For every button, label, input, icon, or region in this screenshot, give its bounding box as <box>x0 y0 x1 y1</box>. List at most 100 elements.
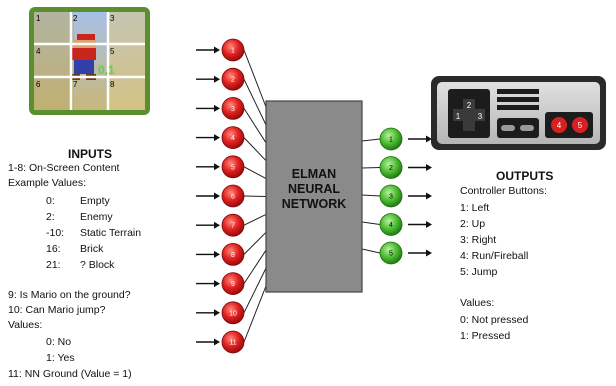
output-node-2 <box>379 156 403 179</box>
output-button-4: 4: Run/Fireball <box>460 250 529 262</box>
output-button-5: 5: Jump <box>460 266 498 278</box>
output-button-2: 2: Up <box>460 218 486 230</box>
grid-cell-label-3: 3 <box>110 14 115 23</box>
output-value-0: 0: Not pressed <box>460 314 529 326</box>
example-label-1: Enemy <box>80 211 113 223</box>
select-start-panel <box>497 118 539 138</box>
grid-marker: 0,1 <box>98 63 115 77</box>
output-connection-5 <box>361 248 381 254</box>
grid-cell-label-4: 4 <box>36 47 41 56</box>
input-node-3 <box>221 97 245 120</box>
bool-value-no: 0: No <box>46 336 72 348</box>
inputs-line-1-8: 1-8: On-Screen Content <box>8 162 120 174</box>
input-node-label-7: 7 <box>231 223 235 230</box>
output-node-label-1: 1 <box>389 137 393 144</box>
input-arrow-9-head <box>214 280 220 288</box>
network-label-1: ELMAN <box>292 167 336 181</box>
example-value-2: -10: <box>46 227 65 239</box>
grid-lines <box>34 12 145 110</box>
example-value-4: 21: <box>46 259 61 271</box>
input-node-label-4: 4 <box>231 135 235 142</box>
output-node-3 <box>379 184 403 208</box>
input-arrow-10-head <box>214 309 220 317</box>
input-connection-5 <box>243 166 267 180</box>
output-node-label-5: 5 <box>389 251 393 258</box>
network-label-2: NEURAL <box>288 182 340 196</box>
input-arrow-6-head <box>214 192 220 200</box>
output-node-4 <box>379 213 403 236</box>
b-button-icon <box>551 117 567 133</box>
grid-cell-label-6: 6 <box>36 80 41 89</box>
example-label-0: Empty <box>80 195 110 207</box>
output-connection-4 <box>361 221 381 225</box>
input-connection-1 <box>243 49 267 108</box>
input-node-label-6: 6 <box>231 194 235 201</box>
input-node-label-10: 10 <box>229 310 237 317</box>
input-connection-10 <box>243 267 267 314</box>
grid-cell-label-7: 7 <box>73 80 78 89</box>
output-arrow-1-head <box>426 135 432 143</box>
output-arrow-3-head <box>426 192 432 200</box>
input-arrow-7-head <box>214 221 220 229</box>
input-node-label-2: 2 <box>231 77 235 84</box>
input-node-8 <box>221 242 245 266</box>
input-connection-8 <box>243 231 267 255</box>
dpad-icon <box>453 99 485 131</box>
example-label-3: Brick <box>80 243 104 255</box>
output-node-label-4: 4 <box>389 222 393 229</box>
a-button-icon <box>572 117 588 133</box>
output-arrow-4-head <box>426 221 432 228</box>
input-arrow-4-head <box>214 134 220 142</box>
arrows <box>196 46 432 346</box>
bool-value-yes: 1: Yes <box>46 352 75 364</box>
dpad-label-up: 2 <box>467 101 472 110</box>
input-node-label-5: 5 <box>231 164 235 171</box>
connections <box>243 49 381 343</box>
output-button-1: 1: Left <box>460 202 490 214</box>
outputs-title: OUTPUTS <box>496 169 554 183</box>
input-connection-4 <box>243 137 267 162</box>
input-node-1 <box>221 38 245 62</box>
input-arrow-2-head <box>214 75 220 83</box>
output-value-1: 1: Pressed <box>460 330 511 342</box>
network-box <box>265 100 363 293</box>
nes-controller: 2 1 3 4 5 <box>431 76 606 150</box>
input-node-5 <box>221 155 245 179</box>
input-arrow-11-head <box>214 338 220 346</box>
input-node-label-3: 3 <box>231 106 235 113</box>
controller-stripe-2 <box>497 97 539 102</box>
inputs-values-label: Values: <box>8 319 43 331</box>
input-node-6 <box>221 184 245 208</box>
output-connection-1 <box>361 138 381 142</box>
select-button-icon <box>501 125 515 131</box>
grid-cell-label-2: 2 <box>73 14 78 23</box>
input-node-label-8: 8 <box>231 252 235 259</box>
grid-terrain-left <box>34 12 74 110</box>
input-node-7 <box>221 213 245 237</box>
grid-cell-label-5: 5 <box>110 47 115 56</box>
input-connection-11 <box>243 285 267 343</box>
input-arrow-8-head <box>214 250 220 258</box>
input-arrow-3-head <box>214 104 220 112</box>
button-label-5: 5 <box>578 121 583 130</box>
input-connection-9 <box>243 249 267 284</box>
input-node-10 <box>221 301 245 325</box>
outputs-subtitle: Controller Buttons: <box>460 185 547 197</box>
input-arrow-1-head <box>214 46 220 54</box>
output-connection-2 <box>361 167 381 169</box>
input-node-9 <box>221 272 245 296</box>
inputs-line-10: 10: Can Mario jump? <box>8 304 106 316</box>
input-connection-2 <box>243 78 267 126</box>
example-label-2: Static Terrain <box>80 227 142 239</box>
output-node-label-2: 2 <box>389 165 393 172</box>
start-button-icon <box>520 125 534 131</box>
output-arrow-5-head <box>426 249 432 257</box>
controller-stripe-3 <box>497 105 539 110</box>
input-node-label-9: 9 <box>231 281 235 288</box>
input-node-11 <box>221 330 245 354</box>
